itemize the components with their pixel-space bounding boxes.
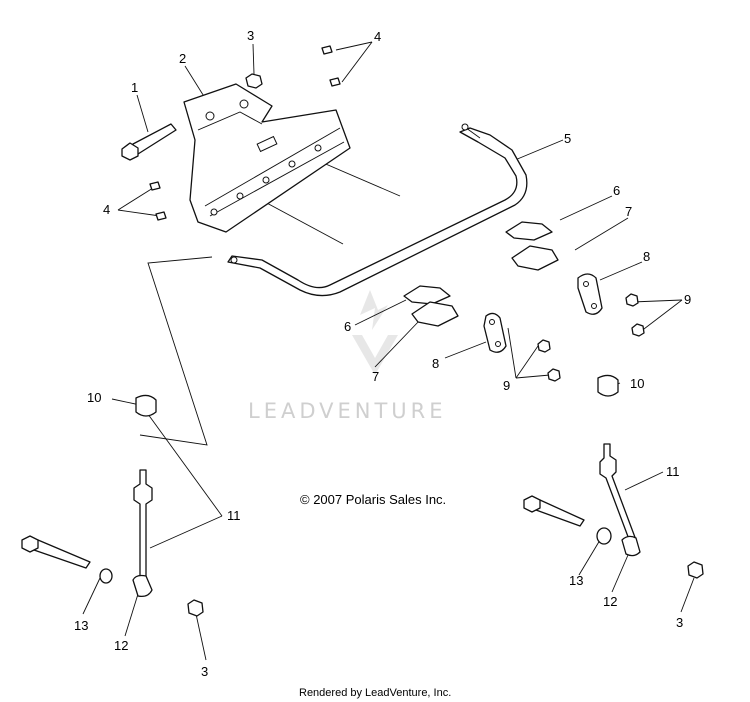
callout-1: 1 xyxy=(131,80,138,95)
mount-plate-part-8 xyxy=(483,273,603,353)
callout-8-right: 8 xyxy=(643,249,650,264)
callout-7-right: 7 xyxy=(625,204,632,219)
bushing-part-6 xyxy=(403,221,553,305)
callout-12-left: 12 xyxy=(114,638,128,653)
callout-10-right: 10 xyxy=(630,376,644,391)
bolt-part-4-group xyxy=(149,45,341,221)
watermark-text: LEADVENTURE xyxy=(248,399,447,423)
nut-part-3-right xyxy=(687,561,704,579)
callout-8-left: 8 xyxy=(432,356,439,371)
callout-2: 2 xyxy=(179,51,186,66)
callout-11-left: 11 xyxy=(227,508,241,523)
bolt-part-13-left xyxy=(21,535,113,584)
stabilizer-bar-part-5 xyxy=(227,123,528,297)
callout-6-right: 6 xyxy=(613,183,620,198)
clamp-part-7 xyxy=(411,245,559,327)
bolt-part-1 xyxy=(121,123,177,161)
callout-5: 5 xyxy=(564,131,571,146)
callout-6-left: 6 xyxy=(344,319,351,334)
callout-3-right: 3 xyxy=(676,615,683,630)
copyright-notice: © 2007 Polaris Sales Inc. xyxy=(300,492,446,507)
grommet-part-10-right xyxy=(597,374,619,397)
callout-4-top: 4 xyxy=(374,29,381,44)
callout-13-right: 13 xyxy=(569,573,583,588)
callout-9-right: 9 xyxy=(684,292,691,307)
callout-11-right: 11 xyxy=(666,464,680,479)
bracket-assembly-part-2 xyxy=(183,83,351,233)
callout-3-top: 3 xyxy=(247,28,254,43)
nut-part-3-left xyxy=(187,599,204,617)
callout-10-left: 10 xyxy=(87,390,101,405)
link-part-11-left xyxy=(132,469,153,598)
callout-7-left: 7 xyxy=(372,369,379,384)
bolt-part-13-right xyxy=(523,495,612,545)
callout-13-left: 13 xyxy=(74,618,88,633)
nut-part-9-group xyxy=(537,293,645,382)
render-credit: Rendered by LeadVenture, Inc. xyxy=(299,687,451,699)
callout-3-left: 3 xyxy=(201,664,208,679)
link-part-11-right xyxy=(599,443,641,557)
nut-part-3-top xyxy=(245,73,263,89)
callout-9-left: 9 xyxy=(503,378,510,393)
callout-12-right: 12 xyxy=(603,594,617,609)
watermark-logo xyxy=(352,290,398,375)
callout-4-left: 4 xyxy=(103,202,110,217)
grommet-part-10-left xyxy=(135,394,157,417)
